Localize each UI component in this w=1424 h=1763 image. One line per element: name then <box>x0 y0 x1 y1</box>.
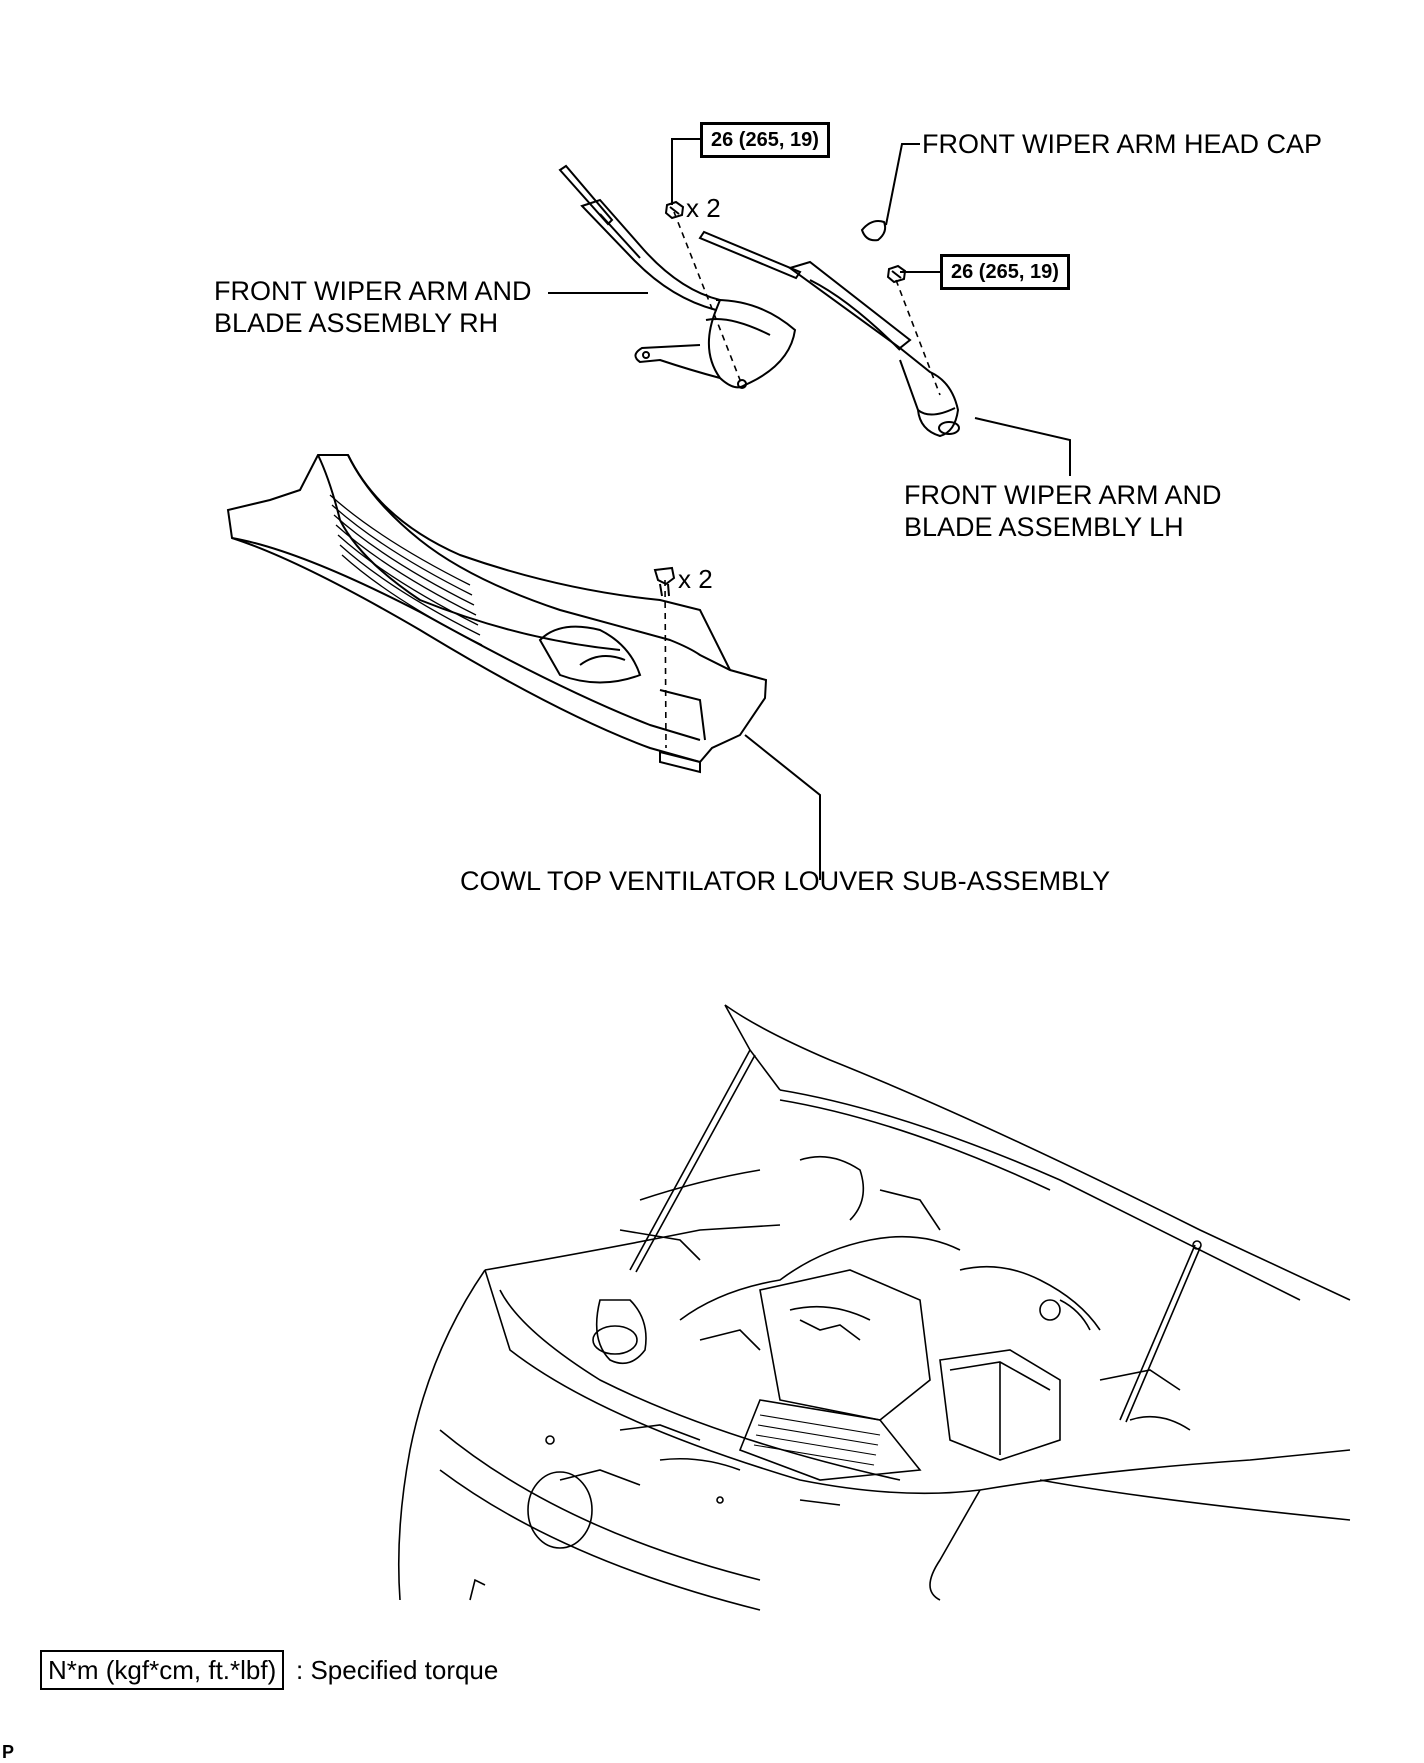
fastener-axes <box>664 211 941 749</box>
nut-quantity: x 2 <box>686 193 721 223</box>
wiper-lh-label-line2: BLADE ASSEMBLY LH <box>904 512 1184 542</box>
clip-icon <box>653 566 676 597</box>
wiper-lh-label-line1: FRONT WIPER ARM AND <box>904 480 1222 510</box>
corner-code: P <box>2 1742 15 1762</box>
cowl-louver-drawing <box>226 454 768 774</box>
upper-nut-icon <box>664 200 685 220</box>
lower-nut-icon <box>886 264 907 284</box>
torque-legend-description: : Specified torque <box>296 1655 499 1685</box>
wiper-arm-lh-drawing <box>698 230 960 438</box>
wiper-rh-label-line1: FRONT WIPER ARM AND <box>214 276 532 306</box>
head-cap-icon <box>860 220 887 242</box>
head-cap-label: FRONT WIPER ARM HEAD CAP <box>922 129 1323 159</box>
cowl-louver-label: COWL TOP VENTILATOR LOUVER SUB-ASSEMBLY <box>460 866 1111 896</box>
vehicle-front-drawing <box>397 1004 1351 1611</box>
leader-lines <box>548 138 1071 880</box>
clip-quantity: x 2 <box>678 564 713 594</box>
torque-spec-upper: 26 (265, 19) <box>700 122 830 158</box>
louver-grille <box>329 494 483 646</box>
wiper-rh-label-line2: BLADE ASSEMBLY RH <box>214 308 499 338</box>
torque-unit-legend-box: N*m (kgf*cm, ft.*lbf) <box>40 1650 285 1690</box>
torque-spec-lower: 26 (265, 19) <box>940 254 1070 290</box>
wiper-arm-rh-drawing <box>558 164 797 389</box>
